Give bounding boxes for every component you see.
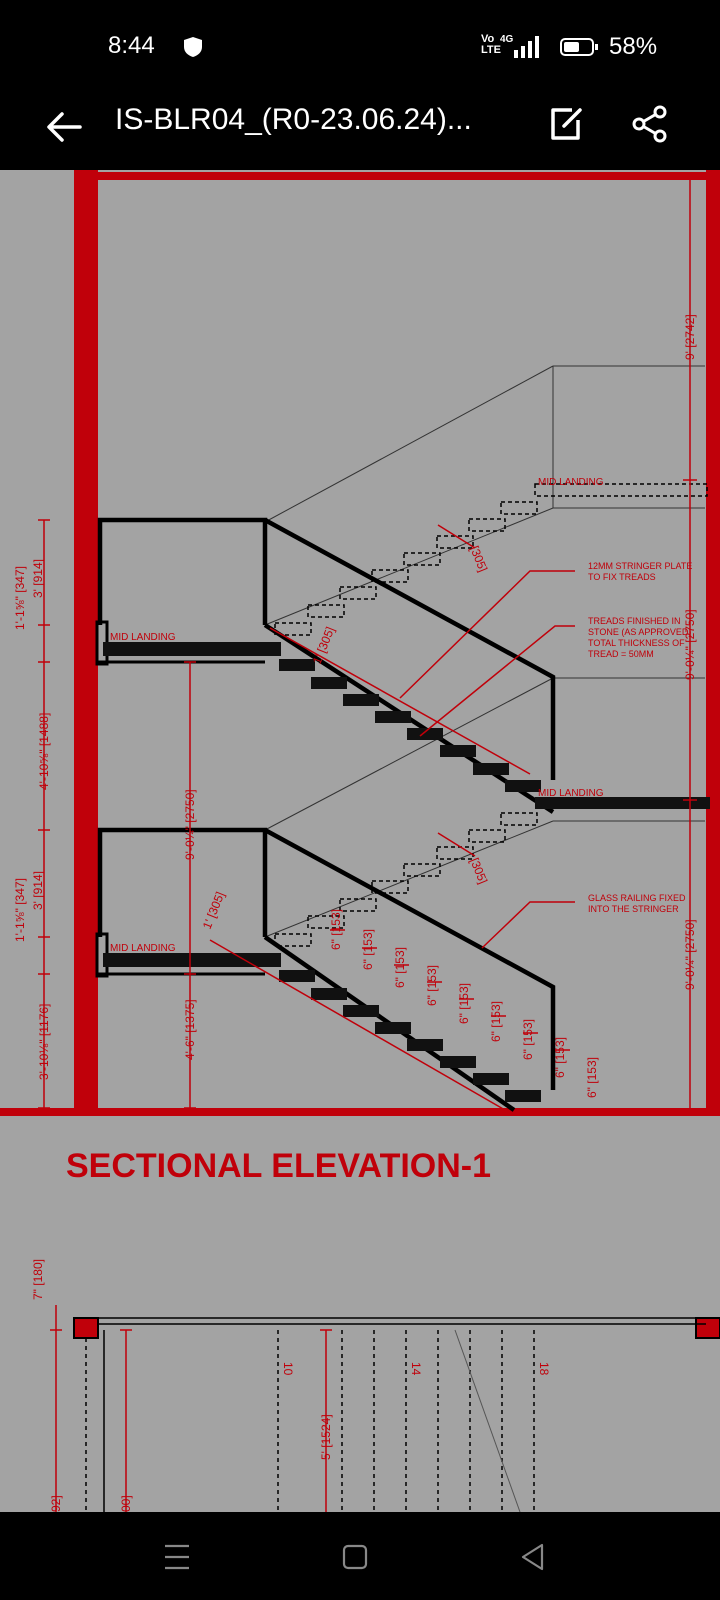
dim-left-a2: 3' [914]	[31, 559, 45, 598]
landing-labels: MID LANDING MID LANDING MID LANDING MID …	[110, 477, 604, 954]
dim-right-low: 9'-0¼" [2750]	[683, 919, 697, 990]
mid-landing-label: MID LANDING	[110, 943, 176, 954]
document-viewer[interactable]: MID LANDING MID LANDING MID LANDING MID …	[0, 170, 720, 1512]
dim-bottom-left1: 7" [180]	[31, 1259, 45, 1300]
network-type: 4G	[500, 34, 514, 45]
status-time: 8:44	[108, 32, 155, 59]
riser-dimensions: 6" [153] 6" [153] 6" [153] 6" [153] 6" […	[329, 909, 599, 1098]
dimension-lines	[38, 180, 697, 1111]
dim-riser: 6" [153]	[489, 1001, 503, 1042]
dim-right-mid: 9'-0¼" [2750]	[683, 609, 697, 680]
grid-number-10: 10	[281, 1362, 295, 1376]
dim-center: 9'-0¼" [2750]	[183, 789, 197, 860]
dim-left-a1: 1'-1⅝" [347]	[13, 566, 27, 630]
dim-tread: 1' [305]	[310, 625, 338, 666]
solid-treads	[279, 659, 541, 1102]
glass-note: GLASS RAILING FIXED	[588, 893, 686, 903]
battery-icon	[560, 38, 598, 56]
dim-left-c2: 3' [914]	[31, 871, 45, 910]
floor-slab	[0, 1108, 720, 1116]
dim-tread: [305]	[467, 544, 490, 574]
back-triangle-icon[interactable]	[508, 1532, 558, 1582]
stringer-note: 12MM STRINGER PLATE	[588, 561, 692, 571]
back-arrow-icon[interactable]	[40, 102, 90, 152]
signal-bars-icon	[514, 36, 539, 58]
dashed-treads	[274, 483, 708, 947]
dim-riser: 6" [153]	[361, 929, 375, 970]
mid-landing-label: MID LANDING	[538, 477, 604, 488]
dim-riser: 6" [153]	[553, 1037, 567, 1078]
dim-bottom-left3: 00]	[119, 1495, 133, 1512]
share-icon[interactable]	[628, 102, 672, 146]
dim-center-low: 4'-6" [1375]	[183, 999, 197, 1060]
dim-riser: 6" [153]	[457, 983, 471, 1024]
edit-icon[interactable]	[546, 102, 590, 146]
lower-plan	[85, 1317, 706, 1512]
section-markers	[73, 1317, 720, 1339]
navigation-bar	[0, 1512, 720, 1600]
glass-railings	[97, 517, 556, 1112]
dim-left-c1: 1'-1⅝" [347]	[13, 878, 27, 942]
upper-flight-outline	[264, 365, 705, 938]
dim-riser: 6" [153]	[329, 909, 343, 950]
dim-right-top: 9' [2742]	[683, 314, 697, 360]
ceiling-slab	[98, 172, 706, 180]
right-wall	[706, 170, 720, 1112]
left-wall	[74, 170, 98, 1112]
mid-landing-label: MID LANDING	[538, 788, 604, 799]
dim-left-d: 3'-10⅛" [1176]	[37, 1004, 51, 1080]
dim-tread: 1' [305]	[200, 890, 228, 931]
grid-number-14: 14	[409, 1362, 423, 1376]
dim-riser: 6" [153]	[585, 1057, 599, 1098]
treads-note: STONE (AS APPROVED)	[588, 627, 691, 637]
mid-landing-label: MID LANDING	[110, 632, 176, 643]
home-square-icon[interactable]	[330, 1532, 380, 1582]
dim-tread: [305]	[467, 856, 490, 886]
dim-riser: 6" [153]	[393, 947, 407, 988]
status-bar: 8:44 Vo LTE 4G 58%	[0, 0, 720, 96]
dim-riser: 6" [153]	[521, 1019, 535, 1060]
dim-riser: 6" [153]	[425, 965, 439, 1006]
treads-note: TREAD = 50MM	[588, 649, 654, 659]
grid-number-18: 18	[537, 1362, 551, 1376]
landings	[95, 620, 710, 978]
dim-bottom-left2: 92]	[49, 1495, 63, 1512]
drawing-title: SECTIONAL ELEVATION-1	[66, 1147, 491, 1185]
shield-icon	[184, 37, 202, 57]
recents-menu-icon[interactable]	[152, 1532, 202, 1582]
glass-note: INTO THE STRINGER	[588, 904, 679, 914]
notes: 12MM STRINGER PLATE TO FIX TREADS TREADS…	[588, 561, 692, 914]
app-bar: IS-BLR04_(R0-23.06.24)...	[0, 96, 720, 170]
lower-plan-texts: 7" [180] 92] 00] 5' [1524] 10 14 18	[31, 1259, 551, 1512]
treads-note: TOTAL THICKNESS OF	[588, 638, 685, 648]
battery-percent: 58%	[609, 33, 658, 60]
dim-left-b: 4'-10⅝" [1488]	[37, 713, 51, 790]
stringer-note: TO FIX TREADS	[588, 572, 656, 582]
document-title: IS-BLR04_(R0-23.06.24)...	[115, 103, 472, 136]
volte-indicator: Vo LTE	[481, 33, 501, 56]
architectural-drawing: MID LANDING MID LANDING MID LANDING MID …	[0, 170, 720, 1512]
lower-dimension-lines	[50, 1305, 332, 1512]
treads-note: TREADS FINISHED IN	[588, 616, 681, 626]
dim-bottom-mid: 5' [1524]	[319, 1414, 333, 1460]
